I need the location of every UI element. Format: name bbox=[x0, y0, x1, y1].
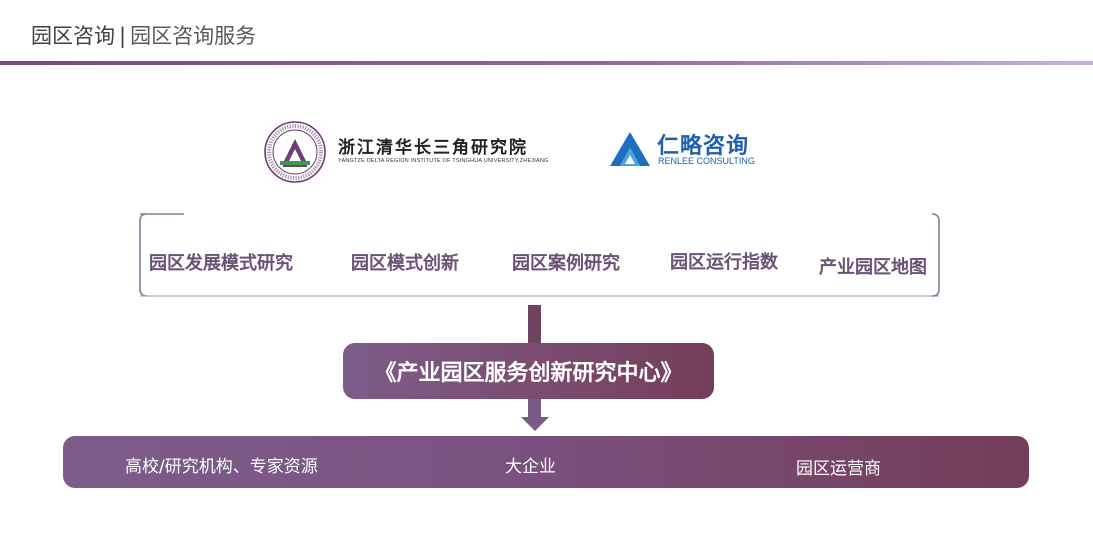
renlee-consulting-logo: 仁略咨询 RENLEE CONSULTING bbox=[609, 128, 769, 172]
module-model-innovation: 园区模式创新 bbox=[351, 253, 459, 274]
page-title: 园区咨询|园区咨询服务 bbox=[31, 20, 256, 50]
resources-bar: 高校/研究机构、专家资源 大企业 园区运营商 bbox=[63, 436, 1029, 488]
module-case-study: 园区案例研究 bbox=[512, 253, 620, 274]
renlee-name-en: RENLEE CONSULTING bbox=[658, 156, 755, 166]
title-separator: | bbox=[119, 24, 127, 48]
flow-arrow bbox=[521, 305, 549, 431]
resource-park-operators: 园区运营商 bbox=[796, 459, 881, 479]
page-subtitle: 园区咨询服务 bbox=[130, 24, 257, 48]
module-operation-index: 园区运行指数 bbox=[670, 252, 778, 273]
bracket-frame bbox=[139, 213, 940, 297]
resource-large-enterprises: 大企业 bbox=[505, 457, 556, 477]
tsinghua-name-cn: 浙江清华长三角研究院 bbox=[338, 138, 528, 158]
module-development-model: 园区发展模式研究 bbox=[149, 253, 293, 274]
tsinghua-name-en: YANGTZE DELTA REGION INSTITUTE OF TSINGH… bbox=[338, 158, 549, 164]
tsinghua-institute-logo: 浙江清华长三角研究院 YANGTZE DELTA REGION INSTITUT… bbox=[264, 121, 564, 185]
page-title-main: 园区咨询 bbox=[31, 24, 115, 48]
renlee-name-cn: 仁略咨询 bbox=[657, 134, 750, 159]
resource-universities: 高校/研究机构、专家资源 bbox=[125, 457, 318, 477]
header-divider bbox=[0, 61, 1093, 65]
renlee-mark-icon bbox=[610, 132, 650, 166]
innovation-center-label: 《产业园区服务创新研究中心》 bbox=[374, 361, 683, 386]
tsinghua-seal-icon bbox=[264, 121, 326, 183]
research-modules-box: 园区发展模式研究 园区模式创新 园区案例研究 园区运行指数 产业园区地图 bbox=[139, 213, 940, 297]
module-industrial-park-map: 产业园区地图 bbox=[819, 257, 927, 278]
innovation-center-box: 《产业园区服务创新研究中心》 bbox=[343, 343, 714, 399]
